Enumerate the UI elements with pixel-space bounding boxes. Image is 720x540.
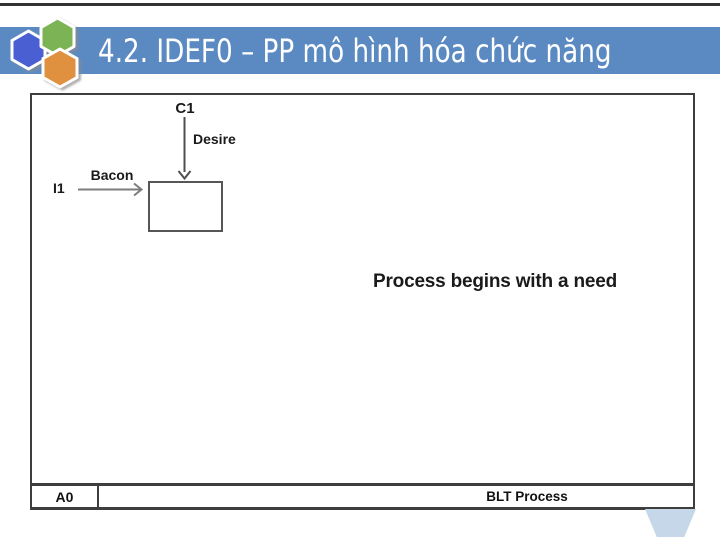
slide-title: 4.2. IDEF0 – PP mô hình hóa chức năng	[98, 32, 612, 70]
diagram-title-label: BLT Process	[486, 489, 568, 504]
top-border-line	[0, 3, 720, 6]
idef0-title-block: A0 BLT Process	[30, 484, 695, 510]
hexagon-logo-icon	[10, 16, 79, 89]
control-arrow-label: Desire	[193, 131, 236, 147]
node-id-cell: A0	[32, 486, 99, 507]
control-id-label: C1	[175, 100, 195, 117]
idef0-diagram-frame	[30, 93, 695, 485]
title-bar: 4.2. IDEF0 – PP mô hình hóa chức năng	[0, 27, 720, 74]
diagram-annotation: Process begins with a need	[373, 271, 617, 292]
orange-hexagon-icon	[41, 47, 79, 89]
input-id-label: I1	[53, 180, 65, 196]
function-box	[148, 181, 223, 232]
input-arrow-label: Bacon	[90, 167, 134, 183]
corner-decoration-shape	[645, 509, 696, 537]
